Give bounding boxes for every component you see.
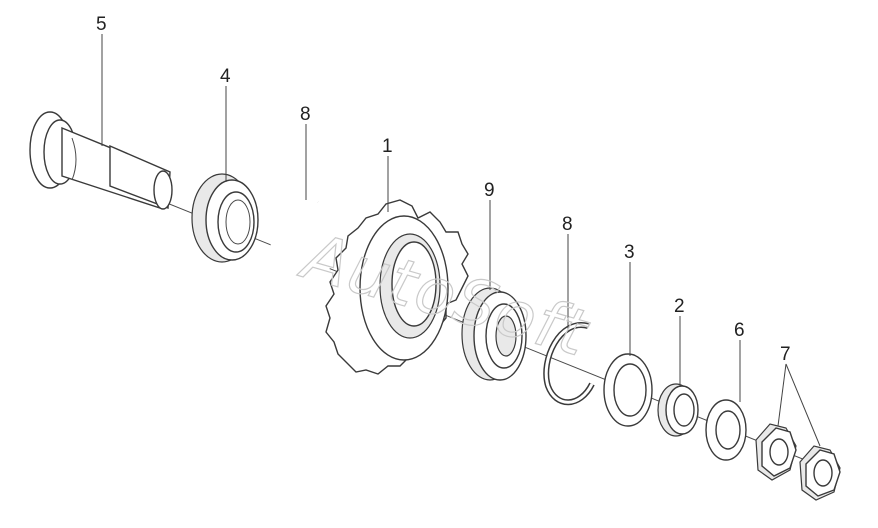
part-8-snap-ring-right bbox=[543, 322, 595, 406]
callout-3: 3 bbox=[624, 242, 635, 263]
callout-4: 4 bbox=[220, 66, 231, 87]
callout-1: 1 bbox=[382, 136, 393, 157]
callout-7: 7 bbox=[780, 344, 791, 365]
part-5-shaft bbox=[29, 111, 173, 210]
part-1-sprocket bbox=[325, 199, 469, 375]
part-7-nut-a bbox=[755, 423, 797, 481]
part-2-spacer bbox=[657, 383, 699, 437]
callout-6: 6 bbox=[734, 320, 745, 341]
callout-2: 2 bbox=[674, 296, 685, 317]
leader-7a bbox=[777, 363, 787, 427]
part-6-washer bbox=[705, 399, 747, 461]
callout-5: 5 bbox=[96, 14, 107, 35]
callout-9: 9 bbox=[484, 180, 495, 201]
leader-7b bbox=[785, 363, 821, 447]
callout-8-left: 8 bbox=[300, 104, 311, 125]
part-9-bearing bbox=[461, 287, 527, 381]
part-7-nut-b bbox=[799, 445, 841, 501]
part-8-snap-ring-left bbox=[270, 198, 332, 291]
callout-8-right: 8 bbox=[562, 214, 573, 235]
part-3-washer bbox=[603, 353, 653, 427]
part-4-bushing bbox=[191, 173, 259, 263]
